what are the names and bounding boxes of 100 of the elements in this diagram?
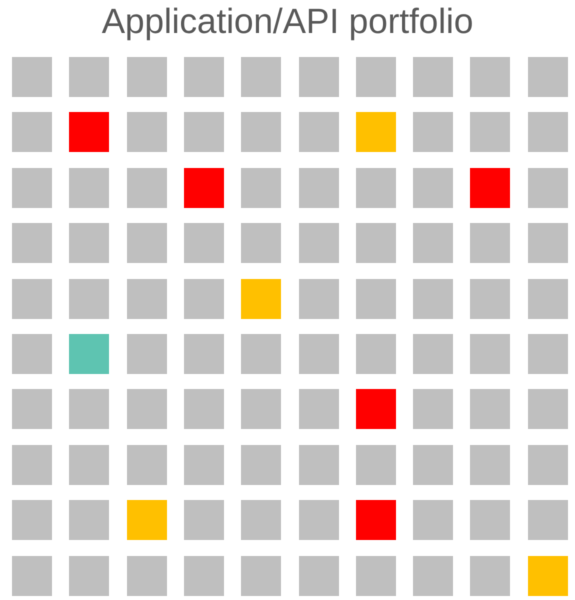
portfolio-tile <box>470 278 510 319</box>
portfolio-tile <box>126 444 167 485</box>
portfolio-tile <box>12 500 52 540</box>
portfolio-tile <box>470 223 510 264</box>
portfolio-tile <box>241 223 282 264</box>
portfolio-tile <box>126 112 167 152</box>
portfolio-tile <box>241 112 282 152</box>
portfolio-tile <box>12 168 52 208</box>
portfolio-tile <box>12 112 52 152</box>
portfolio-tile <box>126 334 167 374</box>
portfolio-tile <box>126 500 167 540</box>
portfolio-tile <box>12 334 52 374</box>
portfolio-tile <box>298 223 338 264</box>
portfolio-tile <box>69 57 110 97</box>
portfolio-tile <box>184 444 224 485</box>
portfolio-tile <box>470 334 510 374</box>
portfolio-tile <box>126 223 167 264</box>
portfolio-tile <box>12 223 52 264</box>
portfolio-tile <box>12 389 52 430</box>
portfolio-tile <box>470 168 510 208</box>
portfolio-tile <box>413 112 454 152</box>
portfolio-tile <box>413 334 454 374</box>
portfolio-tile <box>126 168 167 208</box>
portfolio-tile <box>356 112 396 152</box>
portfolio-tile <box>126 278 167 319</box>
portfolio-tile <box>470 57 510 97</box>
portfolio-tile <box>528 389 568 430</box>
portfolio-tile <box>241 278 282 319</box>
portfolio-tile <box>298 556 338 596</box>
portfolio-tile <box>470 389 510 430</box>
portfolio-tile <box>241 334 282 374</box>
portfolio-tile <box>69 223 110 264</box>
portfolio-tile <box>69 278 110 319</box>
portfolio-tile <box>298 500 338 540</box>
portfolio-tile <box>528 168 568 208</box>
portfolio-tile <box>241 389 282 430</box>
portfolio-tile <box>12 556 52 596</box>
portfolio-tile <box>184 334 224 374</box>
portfolio-tile <box>12 278 52 319</box>
portfolio-tile <box>298 168 338 208</box>
portfolio-tile <box>356 444 396 485</box>
portfolio-tile <box>184 556 224 596</box>
portfolio-tile <box>12 57 52 97</box>
portfolio-tile <box>184 168 224 208</box>
portfolio-tile <box>69 389 110 430</box>
portfolio-tile <box>69 444 110 485</box>
portfolio-tile <box>69 556 110 596</box>
portfolio-tile <box>528 556 568 596</box>
portfolio-tile <box>528 500 568 540</box>
portfolio-tile <box>356 334 396 374</box>
portfolio-tile <box>184 223 224 264</box>
portfolio-tile <box>298 389 338 430</box>
portfolio-tile <box>356 278 396 319</box>
portfolio-tile <box>470 112 510 152</box>
title: Application/API portfolio <box>100 2 474 42</box>
portfolio-tile <box>528 223 568 264</box>
portfolio-tile <box>69 334 110 374</box>
portfolio-tile <box>470 500 510 540</box>
portfolio-tile <box>356 556 396 596</box>
portfolio-tile <box>298 112 338 152</box>
portfolio-tile <box>298 278 338 319</box>
portfolio-tile <box>413 57 454 97</box>
portfolio-tile <box>126 57 167 97</box>
portfolio-tile <box>470 444 510 485</box>
portfolio-tile <box>356 389 396 430</box>
portfolio-tile <box>413 556 454 596</box>
portfolio-tile <box>69 168 110 208</box>
portfolio-tile <box>184 57 224 97</box>
portfolio-tile <box>413 278 454 319</box>
portfolio-tile <box>298 57 338 97</box>
portfolio-tile <box>356 223 396 264</box>
portfolio-tile <box>356 57 396 97</box>
portfolio-tile <box>413 223 454 264</box>
portfolio-tile <box>356 500 396 540</box>
portfolio-tile <box>184 112 224 152</box>
portfolio-tile <box>12 444 52 485</box>
portfolio-tile <box>298 334 338 374</box>
portfolio-tile <box>413 444 454 485</box>
portfolio-tile <box>528 334 568 374</box>
portfolio-tile <box>528 444 568 485</box>
portfolio-tile <box>528 112 568 152</box>
portfolio-tile <box>241 168 282 208</box>
portfolio-tile <box>528 278 568 319</box>
portfolio-tile <box>356 168 396 208</box>
portfolio-tile <box>241 500 282 540</box>
portfolio-tile <box>413 168 454 208</box>
portfolio-tile <box>184 278 224 319</box>
portfolio-tile <box>298 444 338 485</box>
portfolio-tile <box>69 500 110 540</box>
portfolio-tile <box>126 389 167 430</box>
portfolio-tile <box>241 57 282 97</box>
portfolio-tile <box>470 556 510 596</box>
portfolio-tile <box>413 389 454 430</box>
portfolio-tile <box>184 389 224 430</box>
portfolio-tile <box>126 556 167 596</box>
portfolio-tile <box>69 112 110 152</box>
portfolio-tile <box>241 444 282 485</box>
portfolio-tile <box>413 500 454 540</box>
portfolio-tile <box>184 500 224 540</box>
portfolio-tile <box>528 57 568 97</box>
